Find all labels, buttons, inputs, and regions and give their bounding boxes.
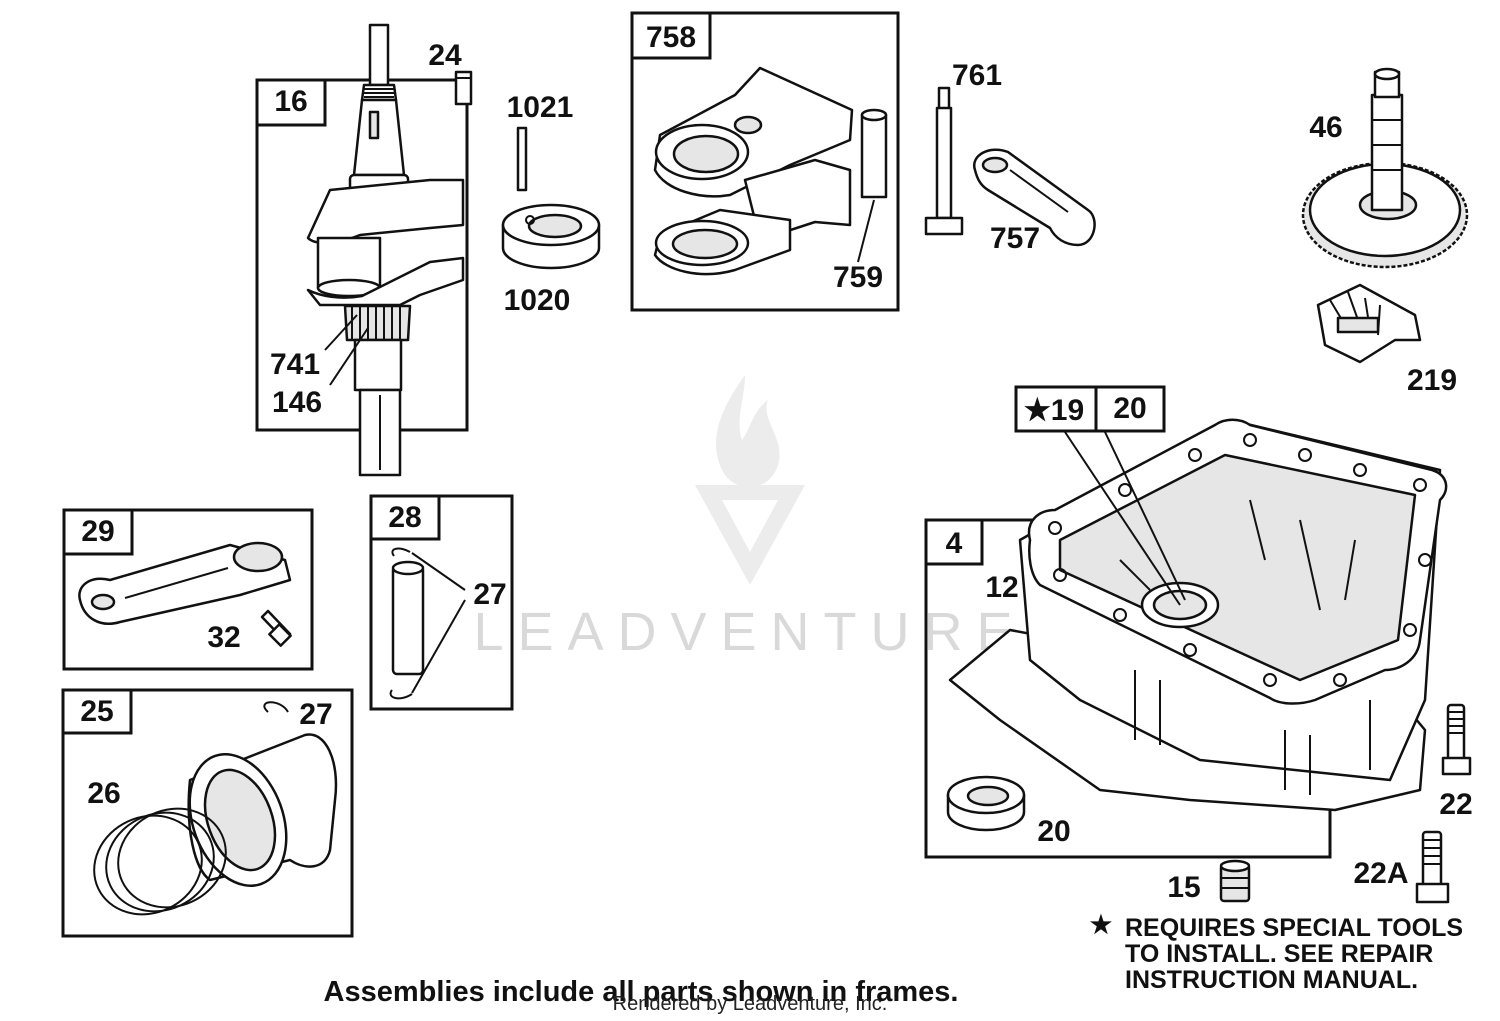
part-757-link — [973, 148, 1096, 247]
frame-29-number: 29 — [81, 515, 114, 548]
frame-19-number: ★19 — [1024, 394, 1084, 427]
label-757: 757 — [990, 222, 1040, 255]
part-20-oil-seal — [946, 775, 1026, 832]
part-24-key — [454, 70, 473, 106]
part-1021-pin — [516, 126, 528, 192]
frame-29-border — [62, 508, 314, 671]
frame-28-border — [369, 494, 514, 711]
part-27-clip-upper — [391, 547, 411, 557]
part-27-clip — [263, 701, 289, 713]
label-26: 26 — [87, 777, 120, 810]
sump-bolt-holes — [1048, 433, 1432, 687]
frame-16-crankshaft: 16 — [255, 23, 469, 477]
label-741: 741 — [270, 348, 320, 381]
label-1021: 1021 — [507, 91, 574, 124]
label-22: 22 — [1439, 788, 1472, 821]
frame-25-number: 25 — [80, 695, 113, 728]
frame-25-tag — [61, 688, 133, 735]
label-24: 24 — [428, 39, 462, 72]
part-22a-bolt — [1415, 830, 1450, 904]
frame-28-wrist-pin: 28 — [369, 494, 514, 711]
frame-16-tag — [255, 78, 327, 127]
frame-25-piston: 25 — [61, 688, 354, 938]
crank-tip — [368, 23, 390, 87]
piston-ring-1 — [93, 814, 203, 916]
label-20-seal: 20 — [1037, 815, 1070, 848]
frame-16-number: 16 — [274, 85, 307, 118]
part-27-clip-lower — [389, 689, 413, 700]
frame-20-tag — [1094, 385, 1166, 433]
label-759: 759 — [833, 261, 883, 294]
part-46-camshaft — [1301, 67, 1469, 269]
render-credit: Rendered by Leadventure, Inc. — [613, 993, 888, 1015]
camshaft-body — [1370, 93, 1404, 212]
piston-ring-3 — [117, 807, 227, 909]
crank-timing-gear — [343, 304, 412, 342]
watermark: LEADVENTURE — [473, 375, 1026, 662]
label-761: 761 — [952, 59, 1002, 92]
note-line-1: REQUIRES SPECIAL TOOLS — [1125, 914, 1463, 942]
label-32: 32 — [207, 621, 240, 654]
label-46: 46 — [1309, 111, 1342, 144]
note-line-2: TO INSTALL. SEE REPAIR — [1125, 940, 1433, 968]
label-1020: 1020 — [504, 284, 571, 317]
frame-25-border — [61, 688, 354, 938]
watermark-text: LEADVENTURE — [473, 602, 1026, 662]
frame-758-bracket: 758 — [630, 11, 900, 312]
note-line-3: INSTRUCTION MANUAL. — [1125, 966, 1418, 994]
label-27-frame-28: 27 — [473, 578, 506, 611]
label-146: 146 — [272, 386, 322, 419]
frame-758-tag — [630, 11, 712, 60]
frame-758-number: 758 — [646, 21, 696, 54]
crank-upper-web — [306, 178, 465, 245]
frame-4-tag — [924, 518, 984, 566]
star-icon: ★ — [1090, 911, 1113, 939]
assemblies-note: Assemblies include all parts shown in fr… — [324, 976, 959, 1008]
part-1020-washer — [501, 203, 601, 270]
frame-19-20-tag: ★19 20 — [1014, 385, 1166, 433]
part-15-drain-plug — [1219, 859, 1251, 903]
part-wrist-pin — [391, 564, 425, 676]
watermark-v-icon — [695, 485, 805, 585]
frame-29-tag — [62, 508, 134, 556]
label-15: 15 — [1167, 871, 1200, 904]
watermark-flame-icon — [716, 375, 780, 488]
label-22a: 22A — [1353, 857, 1408, 890]
frame-28-tag — [369, 494, 441, 541]
frame-20-number: 20 — [1113, 392, 1146, 425]
frame-4-sump: 4 — [924, 418, 1448, 859]
part-219-governor — [1316, 283, 1422, 364]
crank-lower-web — [306, 256, 465, 307]
part-761-bolt — [924, 86, 964, 236]
frame-4-number: 4 — [946, 527, 963, 560]
label-12: 12 — [985, 571, 1018, 604]
frame-28-number: 28 — [388, 501, 421, 534]
frame-758-border — [630, 11, 900, 312]
special-tools-note: ★ REQUIRES SPECIAL TOOLS TO INSTALL. SEE… — [1090, 911, 1463, 994]
part-759-dowel — [860, 113, 888, 199]
label-27-frame-25: 27 — [299, 698, 332, 731]
frame-29-rod: 29 — [62, 508, 314, 671]
part-22-bolt — [1441, 703, 1472, 776]
label-219: 219 — [1407, 364, 1457, 397]
